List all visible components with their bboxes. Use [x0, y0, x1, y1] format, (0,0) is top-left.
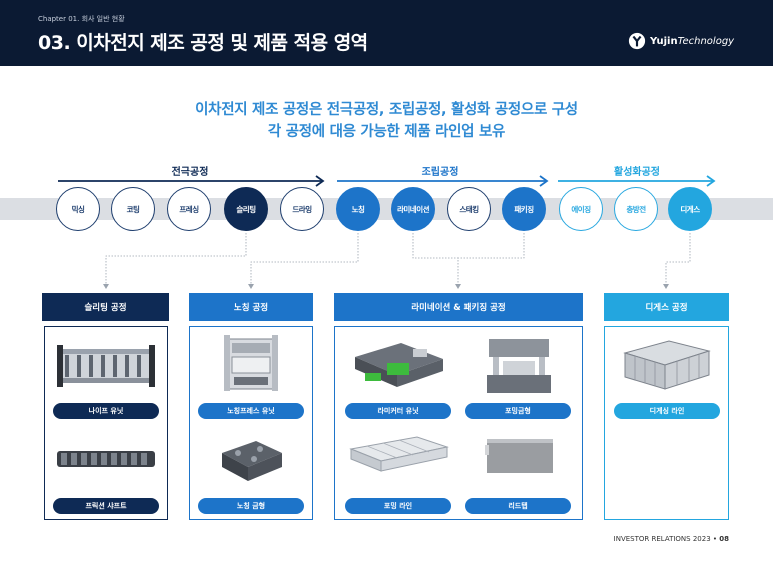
yujin-logo-icon — [628, 32, 646, 50]
forming-line-image — [349, 436, 449, 472]
step-charge-discharge: 충방전 — [614, 187, 658, 231]
panel-notching: 노칭프레스 유닛 노칭 금형 — [189, 326, 313, 520]
notching-press-unit-image — [224, 335, 278, 391]
step-slitting: 슬리팅 — [224, 187, 268, 231]
step-mixing: 믹싱 — [56, 187, 100, 231]
step-aging: 에이징 — [559, 187, 603, 231]
connector-slitting — [105, 233, 247, 286]
step-notching: 노칭 — [336, 187, 380, 231]
step-coating: 코팅 — [111, 187, 155, 231]
panel-degas-title: 디게스 공정 — [604, 293, 729, 321]
header-bar: Chapter 01. 회사 일반 현황 03. 이차전지 제조 공정 및 제품… — [0, 0, 773, 66]
connector-notching — [250, 233, 359, 286]
friction-shaft-image — [57, 451, 155, 467]
pill-notching-press-unit: 노칭프레스 유닛 — [198, 403, 304, 419]
lami-cutter-unit-image — [355, 343, 443, 387]
panel-slitting: 나이프 유닛 프릭션 샤프트 — [44, 326, 168, 520]
chapter-label: Chapter 01. 회사 일반 현황 — [38, 15, 125, 23]
company-logo: YujinTechnology — [628, 30, 734, 52]
stage-label-formation: 활성화공정 — [614, 167, 660, 178]
pill-knife-unit: 나이프 유닛 — [53, 403, 159, 419]
pill-degassing-line: 디게싱 라인 — [614, 403, 720, 419]
connector-lami-b — [457, 233, 525, 286]
stage-label-assembly: 조립공정 — [421, 167, 459, 178]
step-lamination: 라미네이션 — [391, 187, 435, 231]
lead-tab-image — [485, 439, 553, 473]
step-packaging: 패키징 — [502, 187, 546, 231]
panel-slitting-title: 슬리팅 공정 — [42, 293, 169, 321]
step-degas: 디게스 — [668, 187, 712, 231]
panel-lamination-title: 라미네이션 & 패키징 공정 — [334, 293, 583, 321]
headline-line-2: 각 공정에 대응 가능한 제품 라인업 보유 — [267, 124, 506, 140]
pill-lead-tab: 리드탭 — [465, 498, 571, 514]
connector-degas — [665, 233, 691, 286]
step-drying: 드라잉 — [280, 187, 324, 231]
stage-label-electrode: 전극공정 — [171, 167, 209, 178]
panel-lamination: 라미커터 유닛 포밍금형 포밍 라인 리드탭 — [334, 326, 583, 520]
headline-line-1: 이차전지 제조 공정은 전극공정, 조립공정, 활성화 공정으로 구성 — [195, 102, 578, 118]
pill-forming-die: 포밍금형 — [465, 403, 571, 419]
degassing-line-image — [623, 340, 711, 390]
footer: INVESTOR RELATIONS 2023 • 08 — [613, 535, 729, 543]
pill-forming-line: 포밍 라인 — [345, 498, 451, 514]
connector-lami-a — [412, 233, 458, 259]
forming-die-image — [487, 339, 551, 393]
page-title: 03. 이차전지 제조 공정 및 제품 적용 영역 — [38, 32, 368, 54]
knife-unit-image — [57, 345, 155, 387]
step-pressing: 프레싱 — [167, 187, 211, 231]
panel-degas: 디게싱 라인 — [604, 326, 729, 520]
step-stacking: 스태킹 — [447, 187, 491, 231]
notching-die-image — [222, 441, 282, 481]
panel-notching-title: 노칭 공정 — [189, 293, 313, 321]
logo-text: YujinTechnology — [650, 35, 735, 47]
pill-lami-cutter-unit: 라미커터 유닛 — [345, 403, 451, 419]
pill-friction-shaft: 프릭션 샤프트 — [53, 498, 159, 514]
pill-notching-die: 노칭 금형 — [198, 498, 304, 514]
